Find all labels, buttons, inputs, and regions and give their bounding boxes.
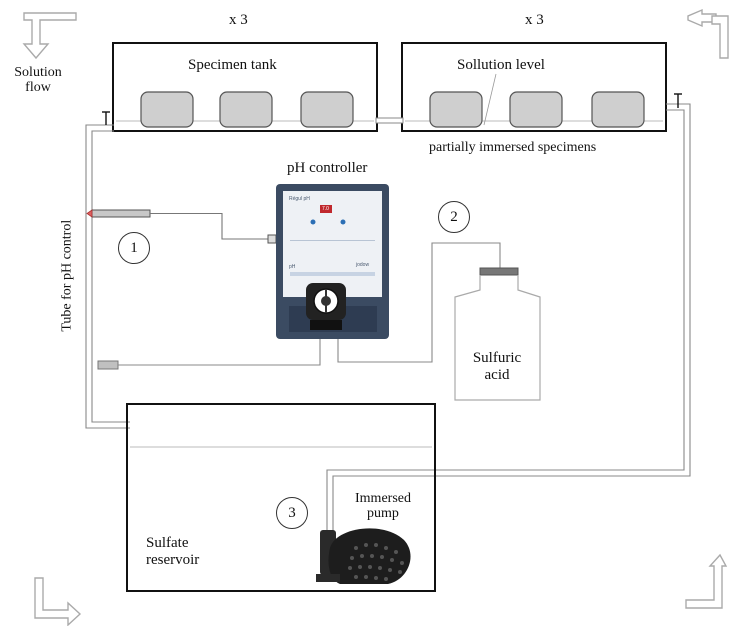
sulfuric-acid-label: Sulfuric acid bbox=[472, 350, 522, 383]
controller-display-value: 7.0 bbox=[322, 206, 329, 212]
ph-probe-lower bbox=[97, 360, 119, 370]
flow-arrow-icon bbox=[22, 8, 729, 626]
peristaltic-pump-icon bbox=[306, 283, 346, 320]
sulfuric-acid-bottle bbox=[454, 267, 541, 401]
specimen bbox=[300, 91, 354, 128]
specimen-tank-right bbox=[401, 42, 667, 132]
controller-brand: Régul pH bbox=[289, 196, 310, 202]
specimen bbox=[591, 91, 645, 128]
ph-controller bbox=[276, 184, 389, 339]
sulfate-reservoir-label: Sulfate reservoir bbox=[146, 535, 200, 568]
marker-1: 1 bbox=[118, 232, 150, 264]
ph-display bbox=[320, 205, 332, 213]
suction-line bbox=[118, 332, 321, 366]
specimen bbox=[219, 91, 273, 128]
solution-level-label: Sollution level bbox=[457, 57, 545, 73]
tube-ph-control-label: Tube for pH control bbox=[59, 219, 75, 332]
specimen bbox=[429, 91, 483, 128]
level-pointer-line bbox=[483, 73, 497, 126]
specimen bbox=[509, 91, 563, 128]
tank-connector bbox=[375, 117, 404, 124]
tank-count-label-left: x 3 bbox=[229, 12, 248, 28]
ph-control-tube bbox=[85, 111, 130, 429]
flow-arrow-icon-top-right bbox=[687, 8, 717, 28]
ph-controller-label: pH controller bbox=[287, 160, 368, 176]
solution-flow-label: Solution flow bbox=[14, 65, 62, 96]
controller-badge: pH bbox=[289, 264, 296, 270]
partially-immersed-label: partially immersed specimens bbox=[429, 140, 597, 155]
marker-3: 3 bbox=[276, 497, 308, 529]
immersed-pump-label: Immersed pump bbox=[355, 491, 411, 522]
tank-count-label-right: x 3 bbox=[525, 12, 544, 28]
flow-arrow-icon-bottom-left bbox=[34, 577, 82, 626]
controller-logo: jodow bbox=[356, 262, 370, 268]
flow-arrow-icon-top-right-stem bbox=[711, 15, 729, 59]
acid-line bbox=[337, 242, 501, 363]
immersed-pump-icon bbox=[316, 528, 411, 584]
ph-probe-icon bbox=[86, 209, 277, 244]
return-tube bbox=[326, 93, 691, 540]
flow-arrow-icon-bottom-right bbox=[685, 553, 728, 609]
flow-arrow-icon-top-left bbox=[22, 12, 77, 60]
sulfate-reservoir bbox=[126, 403, 436, 592]
marker-2: 2 bbox=[438, 201, 470, 233]
specimen-tank-left bbox=[112, 42, 378, 132]
specimen bbox=[140, 91, 194, 128]
specimen-tank-label: Specimen tank bbox=[188, 57, 277, 73]
